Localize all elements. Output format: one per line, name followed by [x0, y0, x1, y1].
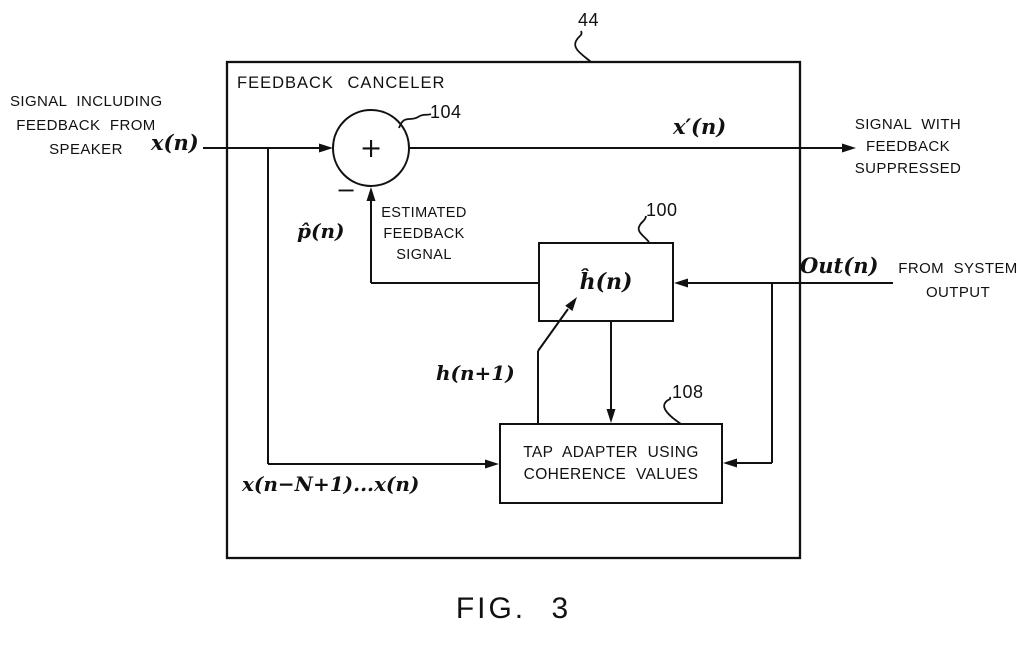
output-desc-line1: SIGNAL WITH: [854, 116, 962, 133]
arrowhead-into-adapter-left: [485, 459, 499, 469]
estimate-desc-line2: FEEDBACK: [383, 226, 465, 242]
feedback-canceler-box: [225, 60, 802, 560]
update-var-label: h(n+1): [436, 361, 515, 385]
filter-block-box: [538, 242, 674, 322]
ref-100-leader: [637, 215, 650, 243]
arrowhead-output: [842, 143, 856, 153]
estimate-description: ESTIMATED FEEDBACK SIGNAL: [379, 203, 469, 266]
system-desc-line1: FROM SYSTEM: [898, 260, 1018, 277]
estimate-desc-line3: SIGNAL: [396, 247, 452, 263]
arrowhead-into-adapter-right: [723, 458, 737, 468]
estimate-desc-line1: ESTIMATED: [381, 205, 467, 221]
canceler-title: FEEDBACK CANCELER: [237, 74, 446, 92]
arrowhead-filter-down: [606, 409, 616, 423]
output-desc-line3: SUPPRESSED: [854, 160, 962, 177]
estimate-var-label: p̂(n): [297, 219, 345, 243]
ref-104: 104: [430, 102, 462, 122]
system-description: FROM SYSTEM OUTPUT: [897, 257, 1019, 305]
ref-44-leader: [574, 30, 592, 63]
ref-104-leader: [398, 113, 432, 129]
filter-block-label: ĥ(n): [579, 269, 633, 295]
figure-caption: FIG. 3: [455, 592, 572, 625]
arrowhead-update-diagonal: [565, 297, 577, 311]
input-desc-line1: SIGNAL INCLUDING: [10, 93, 163, 110]
arrowhead-into-filter: [674, 278, 688, 288]
update-diagonal: [537, 308, 569, 352]
arrowhead-into-summing: [319, 143, 333, 153]
ref-108-leader: [663, 396, 682, 425]
input-desc-line3: SPEAKER: [49, 141, 123, 158]
system-desc-line2: OUTPUT: [925, 284, 991, 301]
history-var-label: x(n−N+1)...x(n): [242, 472, 420, 496]
ref-44: 44: [578, 10, 600, 30]
input-var-label: x(n): [151, 130, 199, 155]
output-description: SIGNAL WITH FEEDBACK SUPPRESSED: [852, 114, 964, 180]
arrowhead-estimate-up: [366, 187, 376, 201]
output-var-label: x′(n): [673, 114, 727, 139]
tap-adapter-line2: COHERENCE VALUES: [523, 465, 699, 483]
input-desc-line2: FEEDBACK FROM: [16, 117, 156, 134]
tap-adapter-label: TAP ADAPTER USING COHERENCE VALUES: [500, 424, 722, 503]
ref-108: 108: [672, 382, 704, 402]
summing-minus-sign: −: [336, 176, 357, 204]
tap-adapter-line1: TAP ADAPTER USING: [523, 443, 699, 461]
input-description: SIGNAL INCLUDING FEEDBACK FROM SPEAKER: [10, 90, 162, 162]
ref-100: 100: [646, 200, 678, 220]
output-desc-line2: FEEDBACK: [865, 138, 951, 155]
tap-adapter-box: [499, 423, 723, 504]
summing-plus-sign: +: [359, 132, 383, 164]
system-var-label: Out(n): [800, 253, 879, 278]
